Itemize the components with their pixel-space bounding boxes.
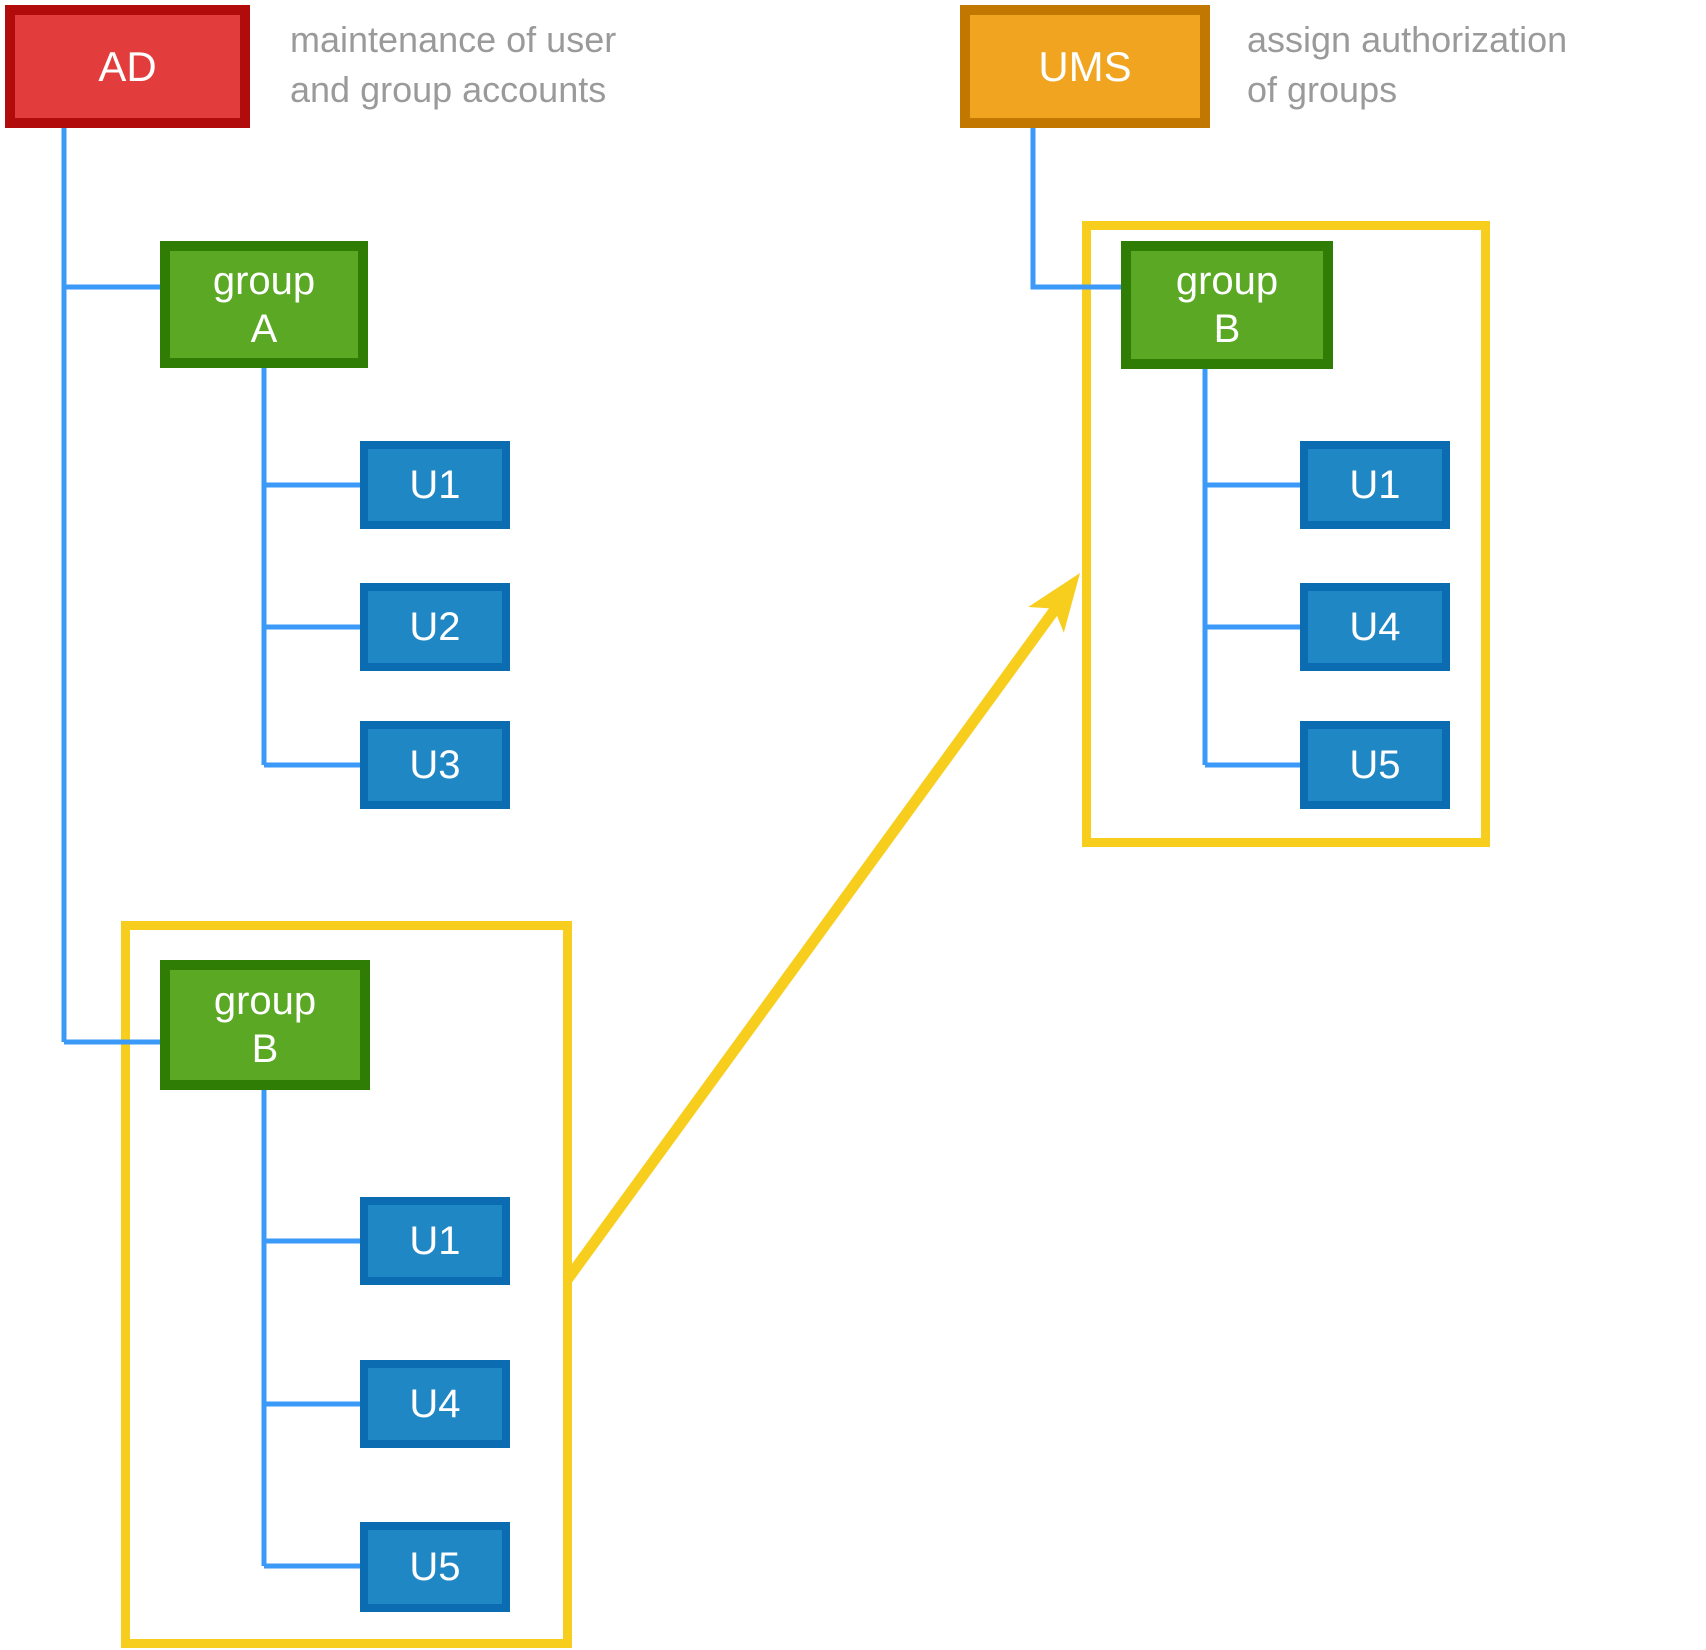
ums-to-group-b-connector: [1030, 128, 1130, 290]
group-a-user-u1: U1: [360, 441, 510, 529]
group-b-ad-user-u1: U1: [360, 1197, 510, 1285]
ad-caption: maintenance of user and group accounts: [290, 15, 616, 115]
group-b-ums-container: [1082, 221, 1490, 847]
group-b-ums-user-u1: U1: [1300, 441, 1450, 529]
group-a-user-u2: U2: [360, 583, 510, 671]
sync-arrow-shaft: [562, 604, 1061, 1284]
group-b-ums-label-line1: group: [1175, 259, 1279, 303]
user-label: U4: [409, 1382, 461, 1426]
group-b-ums-user-u4: U4: [1300, 583, 1450, 671]
ad-caption-line2: and group accounts: [290, 69, 607, 110]
group-a-user-u3: U3: [360, 721, 510, 809]
ad-label: AD: [98, 42, 157, 90]
group-a-label-line2: A: [250, 306, 278, 351]
group-b-ums-label-line2: B: [1213, 307, 1241, 351]
user-label: U3: [409, 743, 461, 787]
user-label: U1: [409, 463, 461, 507]
group-b-ums-node: group B: [1121, 241, 1333, 369]
blue-connectors: [61, 128, 1305, 1569]
group-b-ad-node: group B: [160, 960, 370, 1090]
sync-arrow: [562, 573, 1080, 1284]
group-b-ums-user-u5: U5: [1300, 721, 1450, 809]
ad-caption-line1: maintenance of user: [290, 19, 617, 60]
group-b-ad-label-line1: group: [213, 979, 317, 1023]
ums-caption-line1: assign authorization: [1247, 19, 1568, 60]
group-b-ad-label-line2: B: [251, 1027, 279, 1071]
ums-label: UMS: [1038, 42, 1132, 90]
group-b-ad-user-u5: U5: [360, 1522, 510, 1612]
user-label: U5: [409, 1545, 461, 1589]
group-a-label-line1: group: [212, 258, 316, 303]
ums-node: UMS: [960, 5, 1210, 128]
user-label: U1: [409, 1219, 461, 1263]
user-label: U5: [1349, 743, 1401, 787]
sync-arrow-head: [1028, 573, 1080, 633]
user-label: U4: [1349, 605, 1401, 649]
group-a-node: group A: [160, 241, 368, 368]
ums-caption: assign authorization of groups: [1247, 15, 1567, 115]
group-b-ad-user-u4: U4: [360, 1360, 510, 1448]
ums-caption-line2: of groups: [1247, 69, 1398, 110]
user-label: U2: [409, 605, 461, 649]
ad-node: AD: [5, 5, 250, 128]
group-b-ad-container: [121, 921, 572, 1648]
user-label: U1: [1349, 463, 1401, 507]
